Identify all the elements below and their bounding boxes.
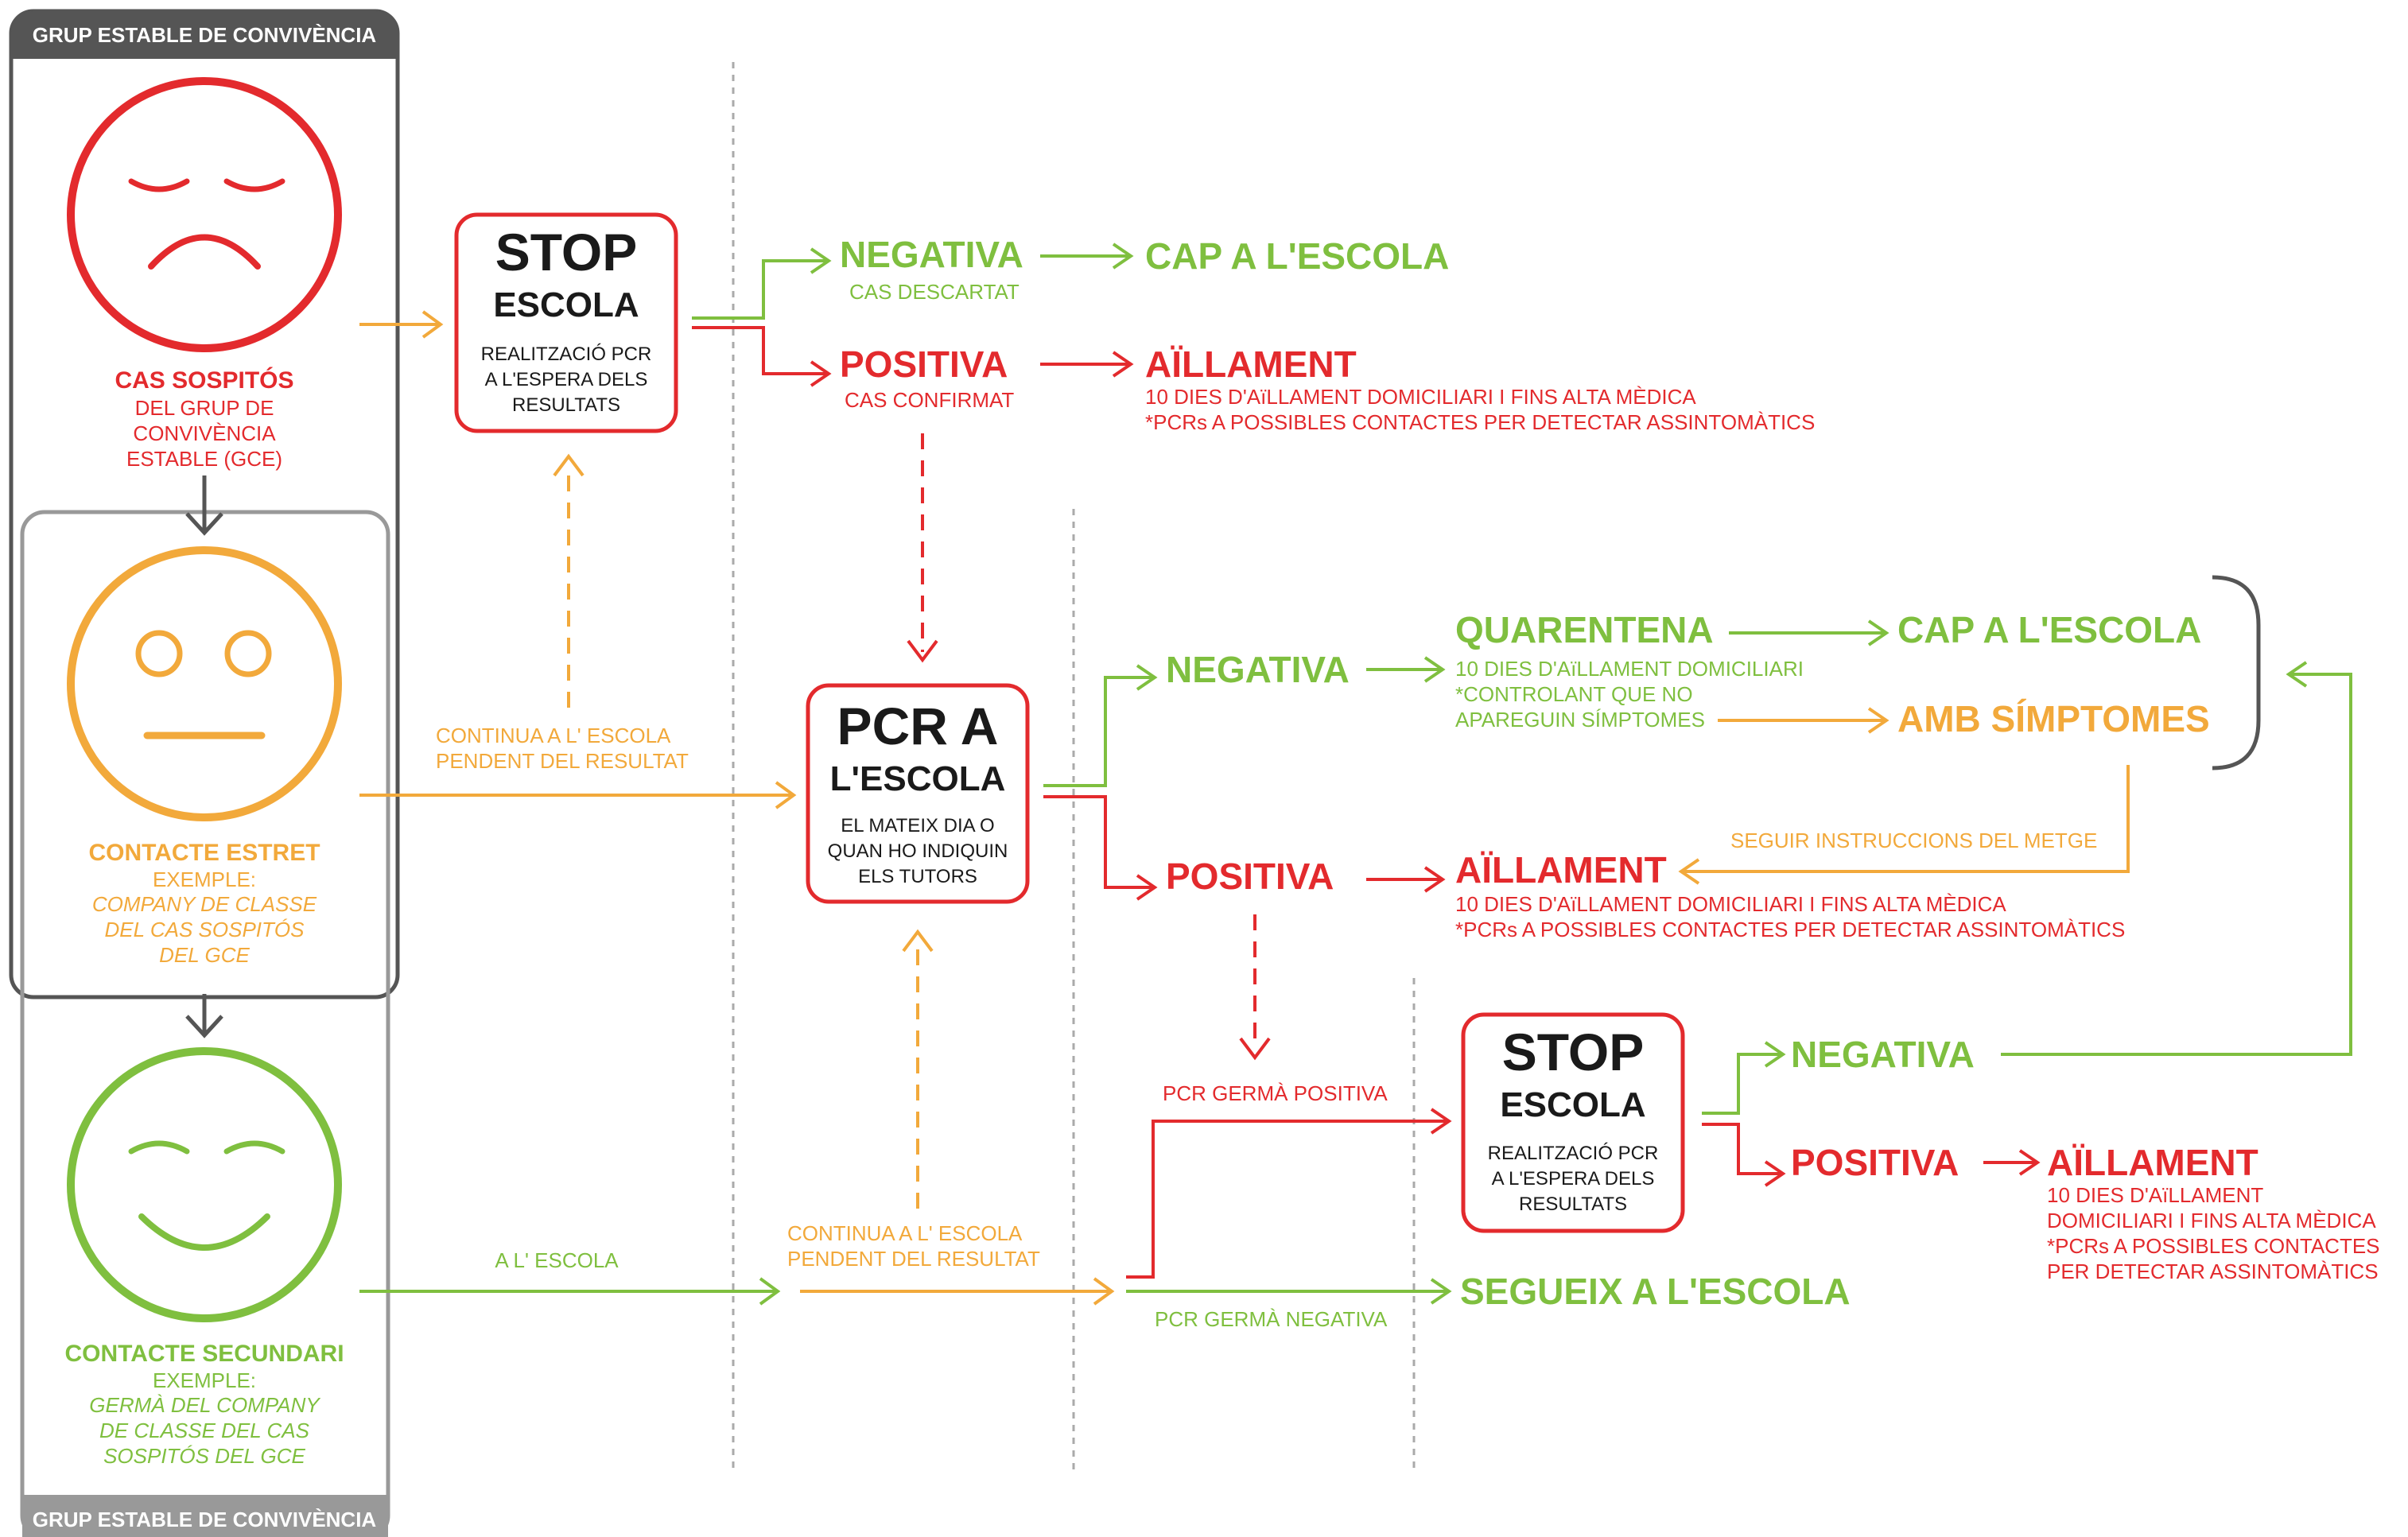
happy-face-icon <box>67 1047 342 1322</box>
stop-box-2: STOP ESCOLA REALITZACIÓ PCR A L'ESPERA D… <box>1461 1012 1685 1233</box>
r1-cap-escola: CAP A L'ESCOLA <box>1145 235 1449 277</box>
stop-box-2-subtitle: ESCOLA <box>1500 1085 1645 1124</box>
r3-germa-negativa: PCR GERMÀ NEGATIVA <box>1155 1307 1388 1331</box>
stop-box-2-line: A L'ESPERA DELS <box>1492 1168 1655 1190</box>
row2-connectors <box>359 575 2261 1209</box>
contacte-secundari-line: DE CLASSE DEL CAS <box>99 1419 310 1442</box>
r3-negativa: NEGATIVA <box>1791 1034 1975 1075</box>
r3-aillament-line: 10 DIES D'AïLLAMENT <box>2047 1183 2263 1207</box>
cas-sospitos-line: CONVIVÈNCIA <box>133 421 276 445</box>
contacte-estret-example: EXEMPLE: <box>153 867 256 891</box>
pcr-box-subtitle: L'ESCOLA <box>830 759 1006 798</box>
r3-continua-line: PENDENT DEL RESULTAT <box>787 1247 1040 1271</box>
stop-box-1-line: A L'ESPERA DELS <box>485 369 648 390</box>
dividers <box>732 62 1416 1471</box>
r3-aillament-line: PER DETECTAR ASSINTOMÀTICS <box>2047 1259 2379 1283</box>
r2-aillament-line: 10 DIES D'AïLLAMENT DOMICILIARI I FINS A… <box>1455 892 2006 916</box>
r1-aillament-line: *PCRs A POSSIBLES CONTACTES PER DETECTAR… <box>1145 410 1815 434</box>
cas-sospitos-line: ESTABLE (GCE) <box>126 447 282 471</box>
contacte-estret-line: DEL CAS SOSPITÓS <box>105 918 305 941</box>
r1-aillament: AÏLLAMENT <box>1145 343 1357 385</box>
r2-aillament: AÏLLAMENT <box>1455 849 1667 891</box>
group-frames: GRUP ESTABLE DE CONVIVÈNCIA GRUP ESTABLE… <box>9 9 400 1537</box>
contacte-estret-line: COMPANY DE CLASSE <box>92 892 317 916</box>
stop-box-1-line: RESULTATS <box>512 394 620 416</box>
pcr-box: PCR A L'ESCOLA EL MATEIX DIA O QUAN HO I… <box>806 683 1030 904</box>
r2-negativa: NEGATIVA <box>1166 649 1350 690</box>
r1-cas-descartat: CAS DESCARTAT <box>849 280 1020 304</box>
contacte-secundari-text: CONTACTE SECUNDARI EXEMPLE: GERMÀ DEL CO… <box>64 1341 344 1468</box>
pcr-box-title: PCR A <box>837 697 999 755</box>
r3-positiva: POSITIVA <box>1791 1142 1959 1183</box>
stop-box-1-line: REALITZACIÓ PCR <box>481 343 652 365</box>
cas-sospitos-line: DEL GRUP DE <box>135 396 274 420</box>
row1-text: NEGATIVA CAS DESCARTAT CAP A L'ESCOLA PO… <box>840 234 1815 434</box>
stop-box-1: STOP ESCOLA REALITZACIÓ PCR A L'ESPERA D… <box>454 212 678 433</box>
r3-germa-positiva: PCR GERMÀ POSITIVA <box>1163 1081 1388 1105</box>
group-header-bottom <box>22 1495 388 1537</box>
cas-sospitos-text: CAS SOSPITÓS DEL GRUP DE CONVIVÈNCIA EST… <box>115 367 293 471</box>
r3-aillament-line: DOMICILIARI I FINS ALTA MÈDICA <box>2047 1209 2376 1232</box>
contacte-estret-title: CONTACTE ESTRET <box>88 840 320 866</box>
stop-box-2-title: STOP <box>1502 1023 1645 1081</box>
pcr-box-line: EL MATEIX DIA O <box>841 815 994 836</box>
contacte-secundari-example: EXEMPLE: <box>153 1368 256 1392</box>
r3-aillament: AÏLLAMENT <box>2047 1142 2258 1183</box>
r2-quarentena-line: APAREGUIN SÍMPTOMES <box>1455 708 1705 732</box>
group-header-top <box>11 11 398 59</box>
stop-box-1-subtitle: ESCOLA <box>493 285 639 324</box>
r1-positiva: POSITIVA <box>840 343 1008 385</box>
stop-box-2-line: REALITZACIÓ PCR <box>1488 1143 1659 1164</box>
row2-text: CONTINUA A L' ESCOLA PENDENT DEL RESULTA… <box>436 609 2210 941</box>
r2-quarentena-line: *CONTROLANT QUE NO <box>1455 682 1693 706</box>
r1-aillament-line: 10 DIES D'AïLLAMENT DOMICILIARI I FINS A… <box>1145 385 1696 409</box>
r2-continua-line: CONTINUA A L' ESCOLA <box>436 724 671 747</box>
r3-a-escola: A L' ESCOLA <box>495 1248 619 1272</box>
r3-segueix-escola: SEGUEIX A L'ESCOLA <box>1460 1271 1851 1312</box>
contacte-estret-text: CONTACTE ESTRET EXEMPLE: COMPANY DE CLAS… <box>88 840 320 967</box>
contacte-secundari-line: GERMÀ DEL COMPANY <box>89 1393 320 1417</box>
r2-seguir-instruccions: SEGUIR INSTRUCCIONS DEL METGE <box>1730 829 2097 852</box>
r2-cap-escola: CAP A L'ESCOLA <box>1897 609 2201 650</box>
row3-text: A L' ESCOLA CONTINUA A L' ESCOLA PENDENT… <box>495 1034 2379 1331</box>
neutral-face-icon <box>67 546 342 821</box>
contacte-estret-line: DEL GCE <box>159 943 250 967</box>
row3-connectors <box>359 661 2352 1306</box>
contacte-secundari-title: CONTACTE SECUNDARI <box>64 1341 344 1367</box>
pcr-box-line: ELS TUTORS <box>858 866 977 887</box>
r2-aillament-line: *PCRs A POSSIBLES CONTACTES PER DETECTAR… <box>1455 918 2125 941</box>
r1-cas-confirmat: CAS CONFIRMAT <box>845 388 1014 412</box>
cas-sospitos-title: CAS SOSPITÓS <box>115 367 293 394</box>
sad-face-icon <box>67 77 342 352</box>
contacte-secundari-line: SOSPITÓS DEL GCE <box>103 1444 305 1468</box>
group-label-bottom: GRUP ESTABLE DE CONVIVÈNCIA <box>33 1508 377 1531</box>
row1-connectors <box>359 243 1134 708</box>
stop-box-1-title: STOP <box>495 223 638 281</box>
r2-amb-simptomes: AMB SÍMPTOMES <box>1897 698 2210 739</box>
pcr-box-line: QUAN HO INDIQUIN <box>828 840 1008 862</box>
r3-continua-line: CONTINUA A L' ESCOLA <box>787 1221 1023 1245</box>
r2-quarentena-line: 10 DIES D'AïLLAMENT DOMICILIARI <box>1455 657 1804 681</box>
r1-negativa: NEGATIVA <box>840 234 1023 275</box>
r2-quarentena: QUARENTENA <box>1455 609 1714 650</box>
r3-aillament-line: *PCRs A POSSIBLES CONTACTES <box>2047 1234 2380 1258</box>
stop-box-2-line: RESULTATS <box>1519 1194 1627 1215</box>
down-arrows <box>185 475 223 1038</box>
r2-positiva: POSITIVA <box>1166 856 1334 897</box>
group-label-top: GRUP ESTABLE DE CONVIVÈNCIA <box>33 23 377 47</box>
r2-continua-line: PENDENT DEL RESULTAT <box>436 749 689 773</box>
